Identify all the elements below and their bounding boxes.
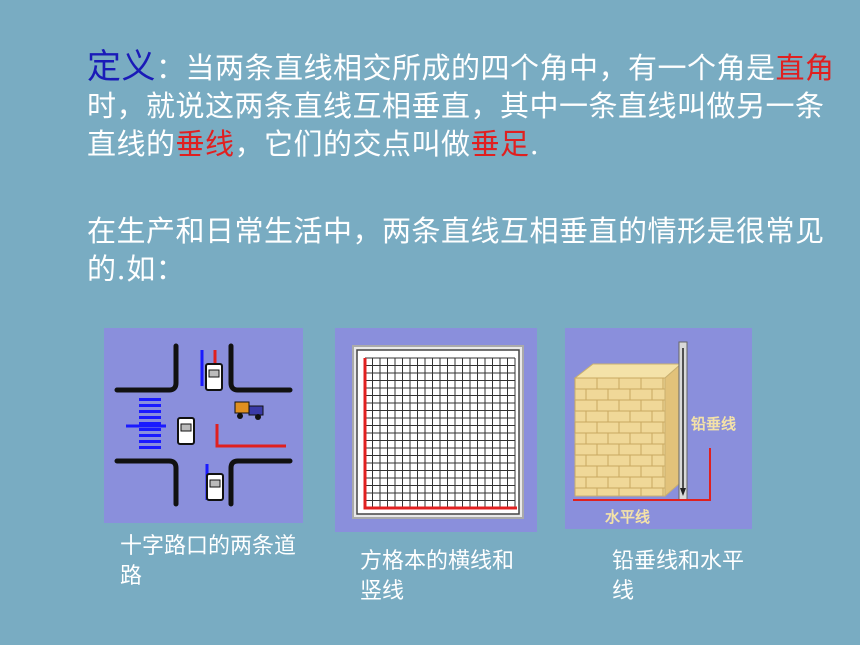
- crossroad-illustration: [104, 328, 303, 523]
- example-intro: 在生产和日常生活中，两条直线互相垂直的情形是很常见的.如：: [87, 214, 825, 286]
- plumb-line-wall-illustration: 铅垂线 水平线: [565, 328, 752, 529]
- definition-paragraph: 定义：当两条直线相交所成的四个角中，有一个角是直角时，就说这两条直线互相垂直，其…: [87, 48, 847, 163]
- crossroad-caption: 十字路口的两条道路: [120, 534, 297, 589]
- plumb-label: 铅垂线: [691, 415, 736, 433]
- perpendicular-term: 垂线: [175, 127, 235, 161]
- level-label: 水平线: [605, 508, 650, 526]
- grid-notebook-illustration: [335, 328, 537, 532]
- definition-colon: ：: [156, 51, 186, 85]
- definition-text-a: 当两条直线相交所成的四个角中，有一个角是: [185, 51, 776, 85]
- definition-text-b: 时，就说这两条直线互相垂直，其中一条直线叫做另一条直线的: [87, 89, 825, 161]
- definition-text-d: .: [529, 127, 540, 161]
- foot-term: 垂足: [470, 127, 530, 161]
- definition-text-c: ，它们的交点叫做: [234, 127, 471, 161]
- plumb-caption: 铅垂线和水平线: [612, 549, 745, 604]
- grid-caption: 方格本的横线和竖线: [360, 549, 515, 604]
- right-angle-term: 直角: [775, 51, 835, 85]
- definition-term: 定义: [87, 47, 156, 87]
